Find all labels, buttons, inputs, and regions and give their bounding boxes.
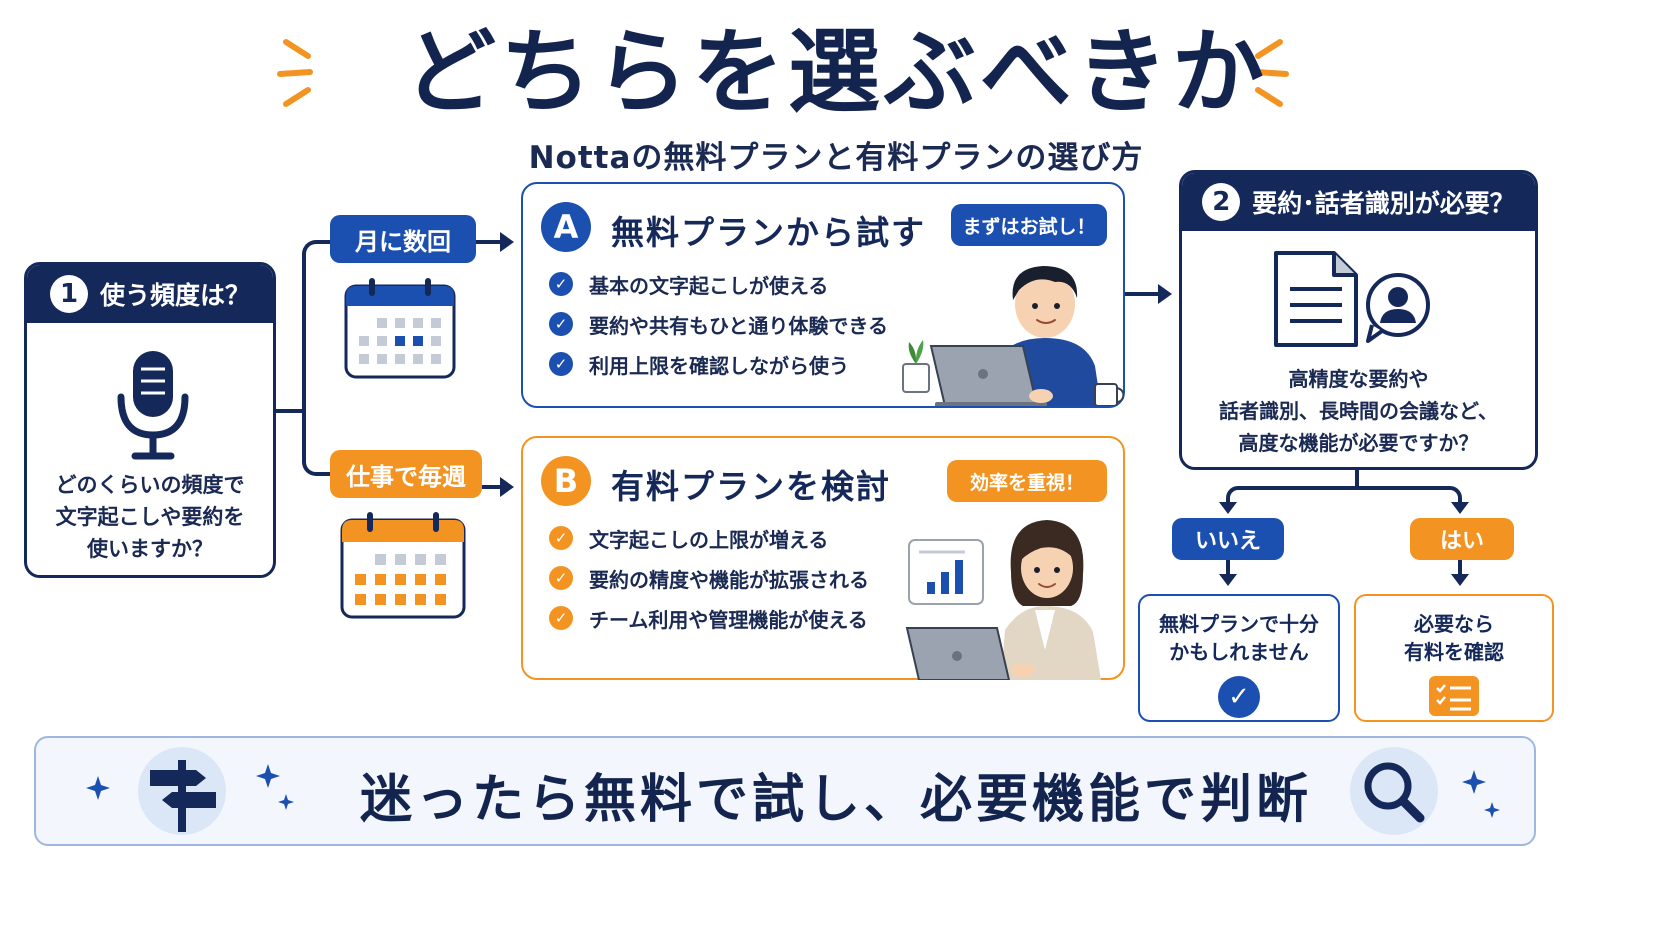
conclusion-banner [34,736,1536,846]
arrow-no [1226,560,1230,576]
arrow-head-yes [1451,574,1469,586]
sparkle-icon [86,776,110,800]
woman-laptop-illustration [905,510,1121,681]
step2-card: 2 要約･話者識別が必要？ 高精度な要約や 話者識別、長時間の会議など、 高度な… [1179,170,1538,470]
page-title: どちらを選ぶべきか [403,19,1268,126]
step1-heading: 使う頻度は？ [99,281,250,310]
document-user-icon [1272,249,1442,349]
microphone-icon [113,349,193,461]
step2-number: 2 [1202,183,1241,221]
sparkle-icon [256,764,296,814]
step1-number: 1 [49,275,88,313]
branch-monthly-pill: 月に数回 [330,215,476,263]
check-icon: ✓ [549,312,573,336]
answer-no-pill: いいえ [1172,518,1284,560]
step1-question: どのくらいの頻度で 文字起こしや要約を 使いますか？ [55,473,245,561]
calendar-monthly-icon [343,278,457,380]
arrow-head-no [1219,574,1237,586]
plan-b-letter: B [541,456,591,506]
result-yes-box: 必要なら 有料を確認 [1354,594,1554,722]
connector-step2 [1355,470,1359,488]
plan-b-features: ✓文字起こしの上限が増える ✓要約の精度や機能が拡張される ✓チーム利用や管理機… [549,518,869,638]
plan-a-title: 無料プランから試す [611,213,926,252]
plan-a-feature: ✓基本の文字起こしが使える [549,264,888,304]
arrow-head-no-top [1219,502,1237,514]
sparkle-icon [1462,770,1502,824]
page-subtitle: Nottaの無料プランと有料プランの選び方 [528,140,1144,176]
arrow-head-yes-top [1451,502,1469,514]
plan-b-title: 有料プランを検討 [611,467,891,506]
plan-a-feature: ✓要約や共有もひと通り体験できる [549,304,888,344]
check-icon: ✓ [549,526,573,550]
signpost-icon [132,746,232,836]
conclusion-text: 迷ったら無料で試し、必要機能で判断 [359,770,1312,830]
check-icon: ✓ [549,606,573,630]
checklist-icon [1429,676,1479,716]
branch-weekly-pill: 仕事で毎週 [330,450,482,498]
step2-header: 2 要約･話者識別が必要？ [1182,173,1535,231]
calendar-weekly-icon [339,512,467,620]
result-no-box: 無料プランで十分 かもしれません ✓ [1138,594,1340,722]
plan-b-feature: ✓文字起こしの上限が増える [549,518,869,558]
check-icon: ✓ [549,272,573,296]
plan-b-feature: ✓要約の精度や機能が拡張される [549,558,869,598]
step1-header: 1 使う頻度は？ [27,265,273,323]
arrow-to-step2 [1125,292,1161,296]
plan-b-feature: ✓チーム利用や管理機能が使える [549,598,869,638]
plan-a-card: A 無料プランから試す まずはお試し！ ✓基本の文字起こしが使える ✓要約や共有… [521,182,1125,408]
arrow-head-step2 [1158,284,1172,304]
check-icon: ✓ [549,352,573,376]
check-circle-icon: ✓ [1218,676,1260,718]
arrow-monthly [476,240,504,244]
arrow-yes [1458,560,1462,576]
plan-a-letter: A [541,202,591,252]
step2-heading: 要約･話者識別が必要？ [1252,189,1515,218]
title-spark-left [272,34,322,110]
arrow-head-weekly [500,477,514,497]
connector-branch [302,240,332,476]
connector-step1 [276,409,306,413]
check-icon: ✓ [549,566,573,590]
plan-b-badge: 効率を重視！ [947,460,1107,502]
connector-step2-split [1226,486,1462,504]
plan-a-badge: まずはお試し！ [951,204,1107,246]
arrow-head-monthly [500,232,514,252]
title-spark-right [1244,34,1294,110]
plan-a-feature: ✓利用上限を確認しながら使う [549,344,888,384]
person-laptop-illustration [895,256,1127,408]
step1-card: 1 使う頻度は？ どのくらいの頻度で 文字起こしや要約を 使いますか？ [24,262,276,578]
magnifier-icon [1346,746,1442,836]
plan-b-card: B 有料プランを検討 効率を重視！ ✓文字起こしの上限が増える ✓要約の精度や機… [521,436,1125,681]
step2-question: 高精度な要約や 話者識別、長時間の会議など、 高度な機能が必要ですか？ [1219,367,1498,455]
answer-yes-pill: はい [1410,518,1514,560]
plan-a-features: ✓基本の文字起こしが使える ✓要約や共有もひと通り体験できる ✓利用上限を確認し… [549,264,888,384]
arrow-weekly [482,485,504,489]
